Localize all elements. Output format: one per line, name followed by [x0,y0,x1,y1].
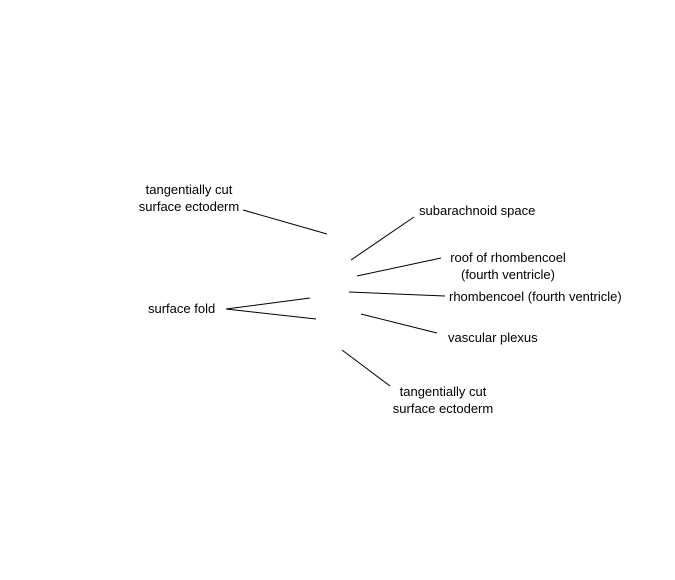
label-line: tangentially cut [399,384,487,399]
label-rhombencoel: rhombencoel (fourth ventricle) [449,288,622,305]
label-text: rhombencoel (fourth ventricle) [449,289,622,304]
label-roof-of-rhombencoel: roof of rhombencoel (fourth ventricle) [438,249,578,283]
label-line: surface ectoderm [392,401,494,416]
leader-line-surface-fold-lower [225,308,317,320]
leader-line-tangential-lower [341,349,391,387]
leader-line-subarachnoid-space [350,216,415,261]
leader-line-surface-fold-upper [225,297,311,310]
label-text: surface fold [148,301,216,316]
label-tangentially-cut-surface-ectoderm-upper: tangentially cut surface ectoderm [120,181,258,215]
label-line: surface ectoderm [138,199,240,214]
label-subarachnoid-space: subarachnoid space [419,202,535,219]
leader-line-roof-rhombencoel [356,257,442,277]
leader-line-vascular-plexus [360,313,438,334]
label-line: roof of rhombencoel [450,250,566,265]
label-vascular-plexus: vascular plexus [448,329,538,346]
label-text: subarachnoid space [419,203,536,218]
leader-line-tangential-upper [242,209,328,235]
label-surface-fold: surface fold [148,300,215,317]
label-tangentially-cut-surface-ectoderm-lower: tangentially cut surface ectoderm [374,383,512,417]
label-line: (fourth ventricle) [461,267,555,282]
leader-line-rhombencoel [348,291,446,297]
label-text: vascular plexus [448,330,538,345]
label-line: tangentially cut [145,182,233,197]
